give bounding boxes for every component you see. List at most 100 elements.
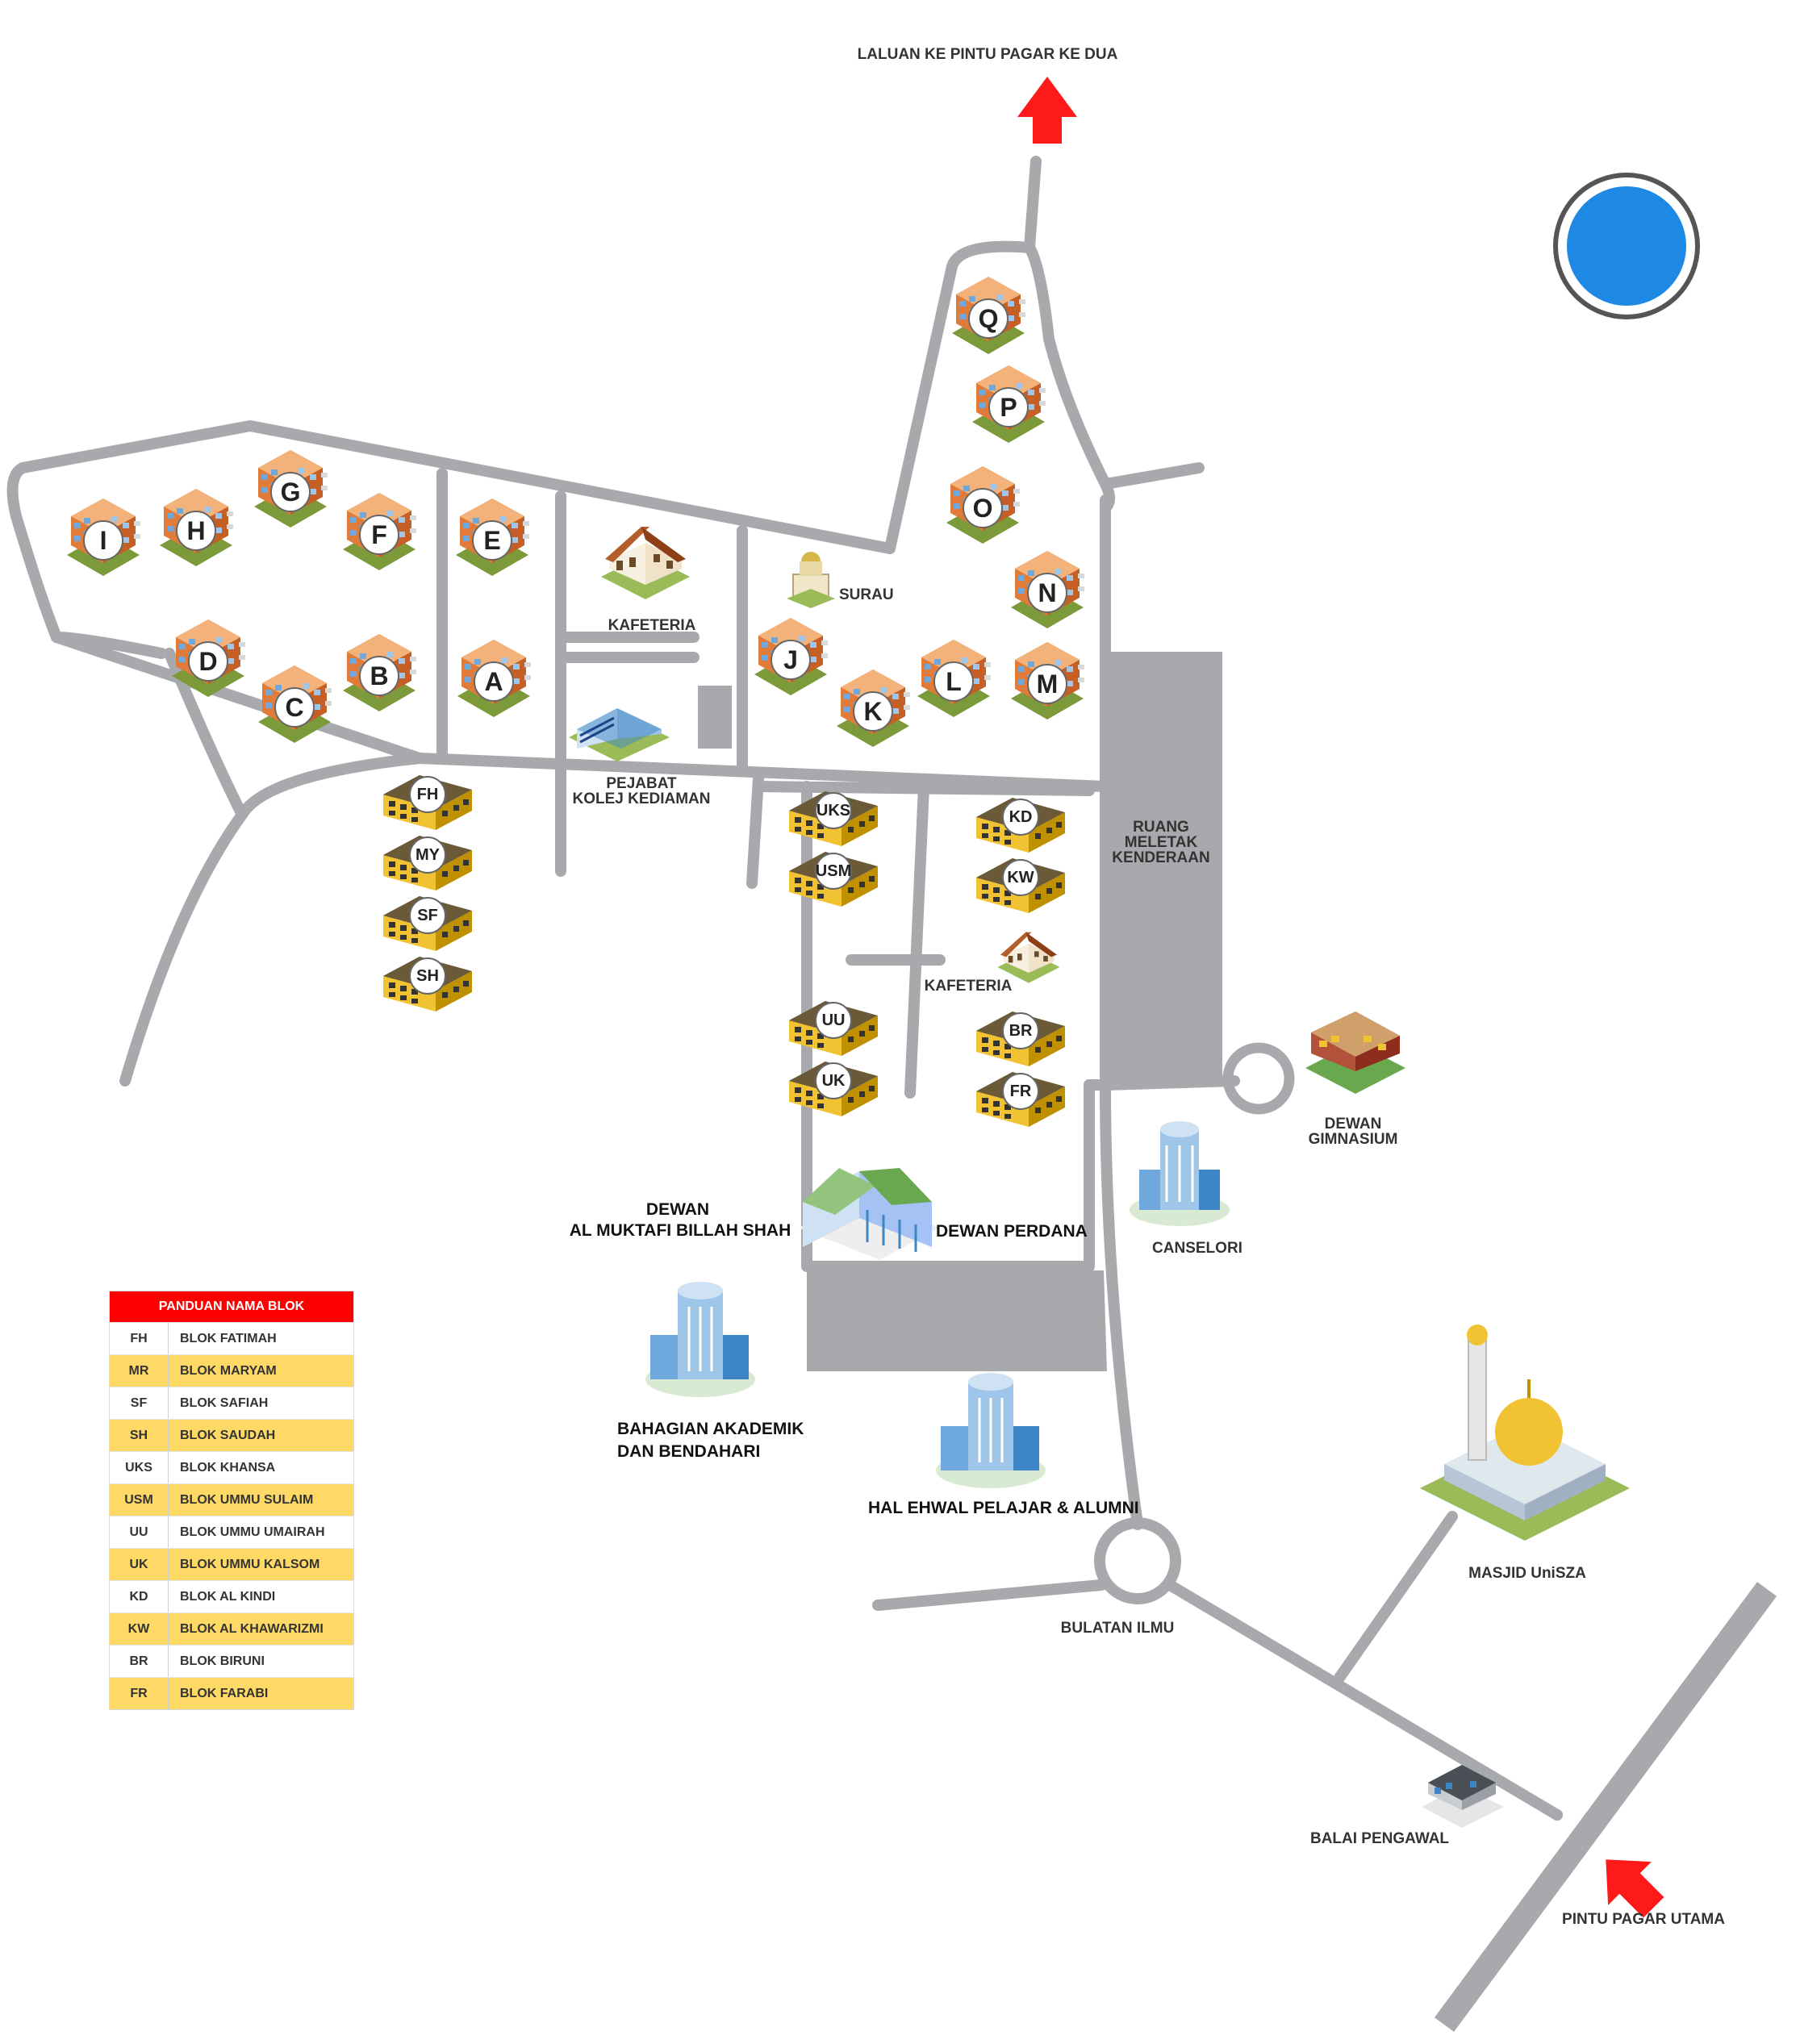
second-gate-label: LALUAN KE PINTU PAGAR KE DUA	[858, 46, 1118, 63]
block-p[interactable]: P	[972, 365, 1046, 443]
svg-text:SH: SH	[416, 967, 439, 985]
svg-text:O: O	[973, 494, 993, 523]
masjid-label: MASJID UniSZA	[1468, 1565, 1586, 1582]
svg-text:E: E	[483, 526, 500, 555]
canselori-label: CANSELORI	[1152, 1240, 1242, 1257]
legend-row: UK BLOK UMMU KALSOM	[110, 1548, 353, 1580]
legend-code: UK	[110, 1549, 169, 1580]
block-uks[interactable]: UKS	[789, 791, 878, 846]
svg-text:C: C	[285, 693, 303, 722]
block-br[interactable]: BR	[976, 1012, 1065, 1066]
block-a[interactable]: A	[457, 640, 531, 717]
block-uk[interactable]: UK	[789, 1062, 878, 1116]
svg-text:B: B	[370, 661, 388, 690]
block-m[interactable]: M	[1011, 642, 1084, 720]
kafeteria-2-label: KAFETERIA	[925, 978, 1013, 995]
block-j[interactable]: J	[754, 618, 828, 695]
pejabat-label-line2: KOLEJ KEDIAMAN	[572, 790, 710, 807]
block-sf[interactable]: SF	[383, 896, 472, 951]
block-sh[interactable]: SH	[383, 957, 472, 1012]
gym-roundabout	[1222, 1042, 1295, 1115]
svg-text:J: J	[783, 645, 798, 674]
legend-block-name: BLOK FATIMAH	[180, 1332, 277, 1345]
block-c[interactable]: C	[258, 665, 332, 743]
balai-pengawal-building-icon[interactable]	[1422, 1765, 1504, 1828]
block-i[interactable]: I	[67, 498, 140, 576]
block-kd[interactable]: KD	[976, 798, 1065, 853]
canselori-building-icon[interactable]	[1130, 1121, 1230, 1226]
legend-block-name: BLOK UMMU UMAIRAH	[180, 1525, 325, 1539]
svg-text:KW: KW	[1007, 869, 1034, 886]
hal-ehwal-building-icon[interactable]	[936, 1373, 1046, 1488]
red-arrow-icon	[1017, 77, 1077, 144]
pejabat-kolej-building-icon[interactable]	[569, 708, 670, 761]
kafeteria-label: KAFETERIA	[608, 617, 696, 634]
block-g[interactable]: G	[254, 450, 328, 528]
block-uu[interactable]: UU	[789, 1001, 878, 1056]
svg-text:BR: BR	[1009, 1022, 1033, 1040]
block-o[interactable]: O	[946, 466, 1020, 544]
block-usm[interactable]: USM	[789, 852, 878, 907]
block-b[interactable]: B	[343, 634, 416, 711]
dewan-gimnasium-building-icon[interactable]	[1305, 1012, 1405, 1094]
block-d[interactable]: D	[172, 619, 245, 697]
hal-ehwal-label: HAL EHWAL PELAJAR & ALUMNI	[868, 1499, 1139, 1517]
svg-text:P: P	[1000, 393, 1017, 422]
svg-text:FR: FR	[1010, 1082, 1032, 1100]
legend-block-name: BLOK UMMU KALSOM	[180, 1558, 320, 1571]
dewan-gimnasium-label-line1: DEWAN	[1325, 1116, 1382, 1133]
parking-label-line3: KENDERAAN	[1112, 849, 1209, 866]
svg-text:M: M	[1037, 670, 1059, 699]
red-arrow-icon	[1606, 1859, 1664, 1918]
surau-icon[interactable]	[787, 552, 835, 608]
bahagian-label-line1: BAHAGIAN AKADEMIK	[617, 1420, 804, 1438]
svg-text:FH: FH	[417, 786, 439, 803]
legend-code: KD	[110, 1581, 169, 1612]
kafeteria-2-building-icon[interactable]	[997, 932, 1060, 983]
legend-code: SF	[110, 1387, 169, 1419]
legend-block-name: BLOK SAUDAH	[180, 1429, 276, 1442]
legend-code: MR	[110, 1355, 169, 1387]
pintu-pagar-utama-label: PINTU PAGAR UTAMA	[1562, 1911, 1725, 1928]
block-h[interactable]: H	[160, 489, 233, 566]
svg-text:G: G	[281, 478, 301, 507]
parking-label-line2: MELETAK	[1125, 834, 1198, 851]
block-k[interactable]: K	[837, 670, 910, 747]
block-q[interactable]: Q	[952, 277, 1025, 354]
bahagian-akademik-building-icon[interactable]	[645, 1282, 755, 1397]
block-e[interactable]: E	[456, 498, 529, 576]
block-kw[interactable]: KW	[976, 858, 1065, 913]
dewan-hall-building-icon[interactable]	[799, 1168, 940, 1260]
block-fh[interactable]: FH	[383, 775, 472, 830]
dewan-muktafi-label-line2: AL MUKTAFI BILLAH SHAH	[570, 1221, 791, 1240]
block-n[interactable]: N	[1011, 551, 1084, 628]
bahagian-label-line2: DAN BENDAHARI	[617, 1442, 760, 1461]
svg-text:UK: UK	[822, 1072, 846, 1090]
block-my[interactable]: MY	[383, 836, 472, 891]
svg-text:Q: Q	[979, 304, 999, 333]
balai-pengawal-label: BALAI PENGAWAL	[1310, 1830, 1449, 1847]
block-f[interactable]: F	[343, 493, 416, 570]
legend-block-name: BLOK MARYAM	[180, 1364, 277, 1378]
svg-text:D: D	[198, 647, 217, 676]
svg-text:KD: KD	[1009, 808, 1033, 826]
legend-code: KW	[110, 1613, 169, 1645]
svg-text:F: F	[371, 520, 387, 549]
legend-block-name: BLOK FARABI	[180, 1687, 269, 1700]
legend-title: PANDUAN NAMA BLOK	[110, 1291, 353, 1322]
block-l[interactable]: L	[917, 640, 991, 717]
block-fr[interactable]: FR	[976, 1072, 1065, 1127]
kafeteria-building-icon[interactable]	[601, 527, 690, 599]
masjid-building-icon[interactable]	[1420, 1324, 1630, 1541]
legend-block-name: BLOK BIRUNI	[180, 1654, 265, 1668]
legend-code: UKS	[110, 1452, 169, 1483]
